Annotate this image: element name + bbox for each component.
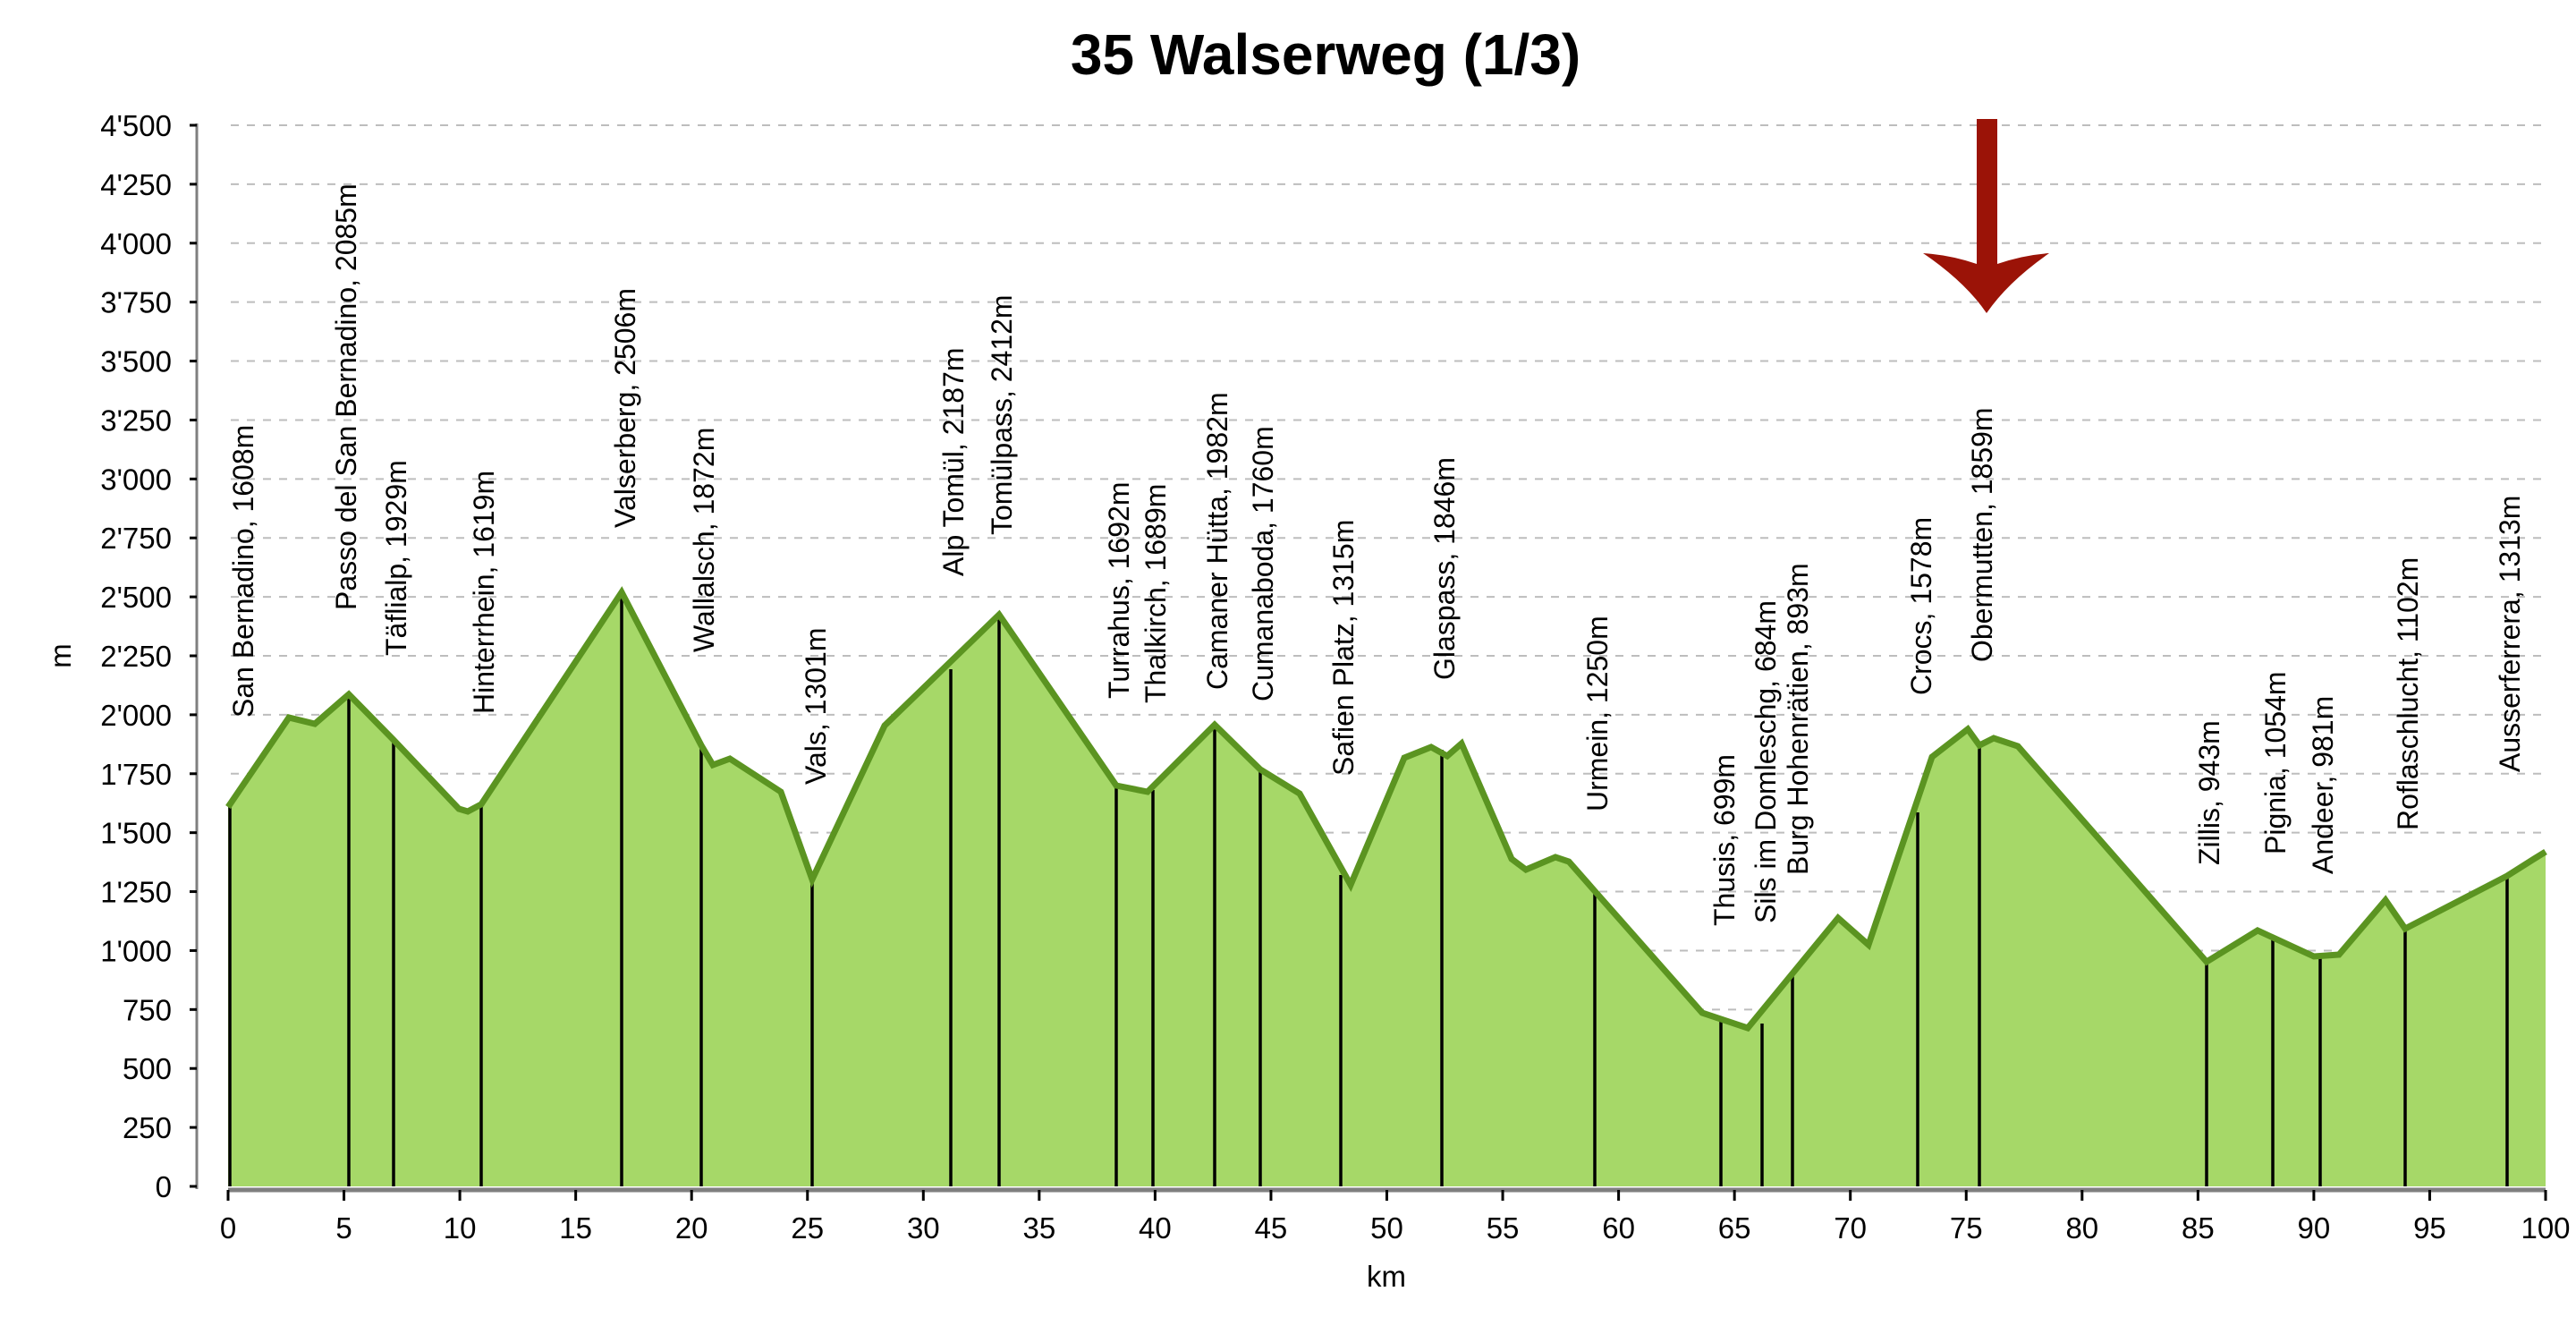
waypoint-label: Turrahus, 1692m: [1103, 482, 1135, 699]
x-tick-label: 60: [1602, 1211, 1635, 1245]
y-tick-label: 2'750: [100, 522, 172, 555]
x-tick-label: 20: [675, 1211, 708, 1245]
x-axis-label: km: [1367, 1260, 1406, 1293]
waypoint-label: San Bernadino, 1608m: [227, 425, 259, 718]
chart-title: 35 Walserweg (1/3): [1071, 22, 1580, 87]
y-tick-label: 1'000: [100, 934, 172, 967]
waypoint-label: Sils im Domleschg, 684m: [1750, 600, 1782, 923]
waypoint-label: Roflaschlucht, 1102m: [2392, 557, 2424, 830]
elevation-line: [225, 586, 2547, 1032]
waypoint-markers: [228, 595, 2509, 1186]
x-tick-label: 30: [907, 1211, 940, 1245]
waypoint-label: Burg Hohenrätien, 893m: [1782, 563, 1814, 875]
waypoint-labels: San Bernadino, 1608m Passo del San Bernad…: [227, 183, 2526, 926]
waypoint-label: Täflialp, 1929m: [380, 460, 412, 656]
x-tick-label: 90: [2298, 1211, 2331, 1245]
elevation-area: [228, 592, 2546, 1186]
waypoint-label: Camaner Hütta, 1982m: [1201, 392, 1233, 690]
x-tick-label: 50: [1370, 1211, 1403, 1245]
position-arrow: [1923, 119, 2049, 313]
y-tick-label: 250: [123, 1111, 172, 1144]
waypoint-label: Safien Platz, 1315m: [1327, 520, 1360, 776]
y-tick-label: 4'250: [100, 168, 172, 201]
y-tick-label: 750: [123, 993, 172, 1026]
waypoint-label: Hinterrhein, 1619m: [468, 471, 500, 714]
waypoint-label: Ausserferrera, 1313m: [2494, 496, 2526, 772]
waypoint-label: Pignia, 1054m: [2259, 671, 2292, 854]
y-tick-label: 0: [156, 1170, 172, 1203]
x-tick-label: 65: [1718, 1211, 1751, 1245]
x-axis: 0 5 10 15 20 25 30 35 40 45 50 55 60 65 70 75 80 85 90 95 10…: [220, 1187, 2571, 1245]
y-tick-label: 3'250: [100, 404, 172, 437]
waypoint-label: Thalkirch, 1689m: [1140, 484, 1172, 703]
waypoint-label: Cumanaboda, 1760m: [1247, 426, 1279, 701]
y-tick-label: 2'000: [100, 699, 172, 732]
x-tick-label: 80: [2065, 1211, 2098, 1245]
waypoint-label: Alp Tomül, 2187m: [937, 347, 970, 576]
x-tick-label: 75: [1950, 1211, 1983, 1245]
waypoint-label: Urmein, 1250m: [1581, 616, 1614, 811]
waypoint-label: Vals, 1301m: [800, 628, 832, 786]
x-tick-label: 85: [2182, 1211, 2215, 1245]
x-tick-label: 5: [335, 1211, 352, 1245]
waypoint-label: Valserberg, 2506m: [609, 288, 641, 528]
x-tick-label: 100: [2521, 1211, 2570, 1245]
y-tick-label: 1'250: [100, 876, 172, 909]
y-tick-label: 4'000: [100, 227, 172, 260]
y-tick-label: 3'000: [100, 463, 172, 496]
x-tick-label: 10: [444, 1211, 477, 1245]
y-axis: 0 250 500 750 1'000 1'250 1'500 1'750 2'000 2'250…: [100, 109, 199, 1203]
waypoint-label: Zillis, 943m: [2193, 720, 2225, 865]
y-tick-label: 2'500: [100, 581, 172, 614]
waypoint-label: Thusis, 699m: [1708, 754, 1741, 926]
y-tick-label: 1'500: [100, 817, 172, 850]
y-tick-label: 3'500: [100, 345, 172, 378]
waypoint-label: Andeer, 981m: [2307, 696, 2339, 874]
x-tick-label: 35: [1022, 1211, 1055, 1245]
y-tick-label: 1'750: [100, 758, 172, 791]
y-tick-label: 2'250: [100, 640, 172, 673]
y-tick-label: 4'500: [100, 109, 172, 142]
waypoint-label: Tomülpass, 2412m: [986, 294, 1018, 535]
waypoint-label: Glaspass, 1846m: [1428, 457, 1461, 680]
x-tick-label: 95: [2413, 1211, 2446, 1245]
x-tick-label: 40: [1139, 1211, 1172, 1245]
x-tick-label: 55: [1487, 1211, 1520, 1245]
y-tick-label: 500: [123, 1052, 172, 1085]
x-tick-label: 0: [220, 1211, 236, 1245]
waypoint-label: Obermutten, 1859m: [1966, 407, 1998, 662]
y-tick-label: 3'750: [100, 286, 172, 319]
waypoint-label: Wallalsch, 1872m: [688, 428, 720, 652]
x-tick-label: 70: [1834, 1211, 1867, 1245]
waypoint-label: Passo del San Bernadino, 2085m: [330, 183, 362, 610]
y-axis-label: m: [44, 643, 77, 668]
x-tick-label: 45: [1255, 1211, 1288, 1245]
x-tick-label: 15: [559, 1211, 592, 1245]
waypoint-label: Crocs, 1578m: [1905, 517, 1937, 695]
x-tick-label: 25: [791, 1211, 824, 1245]
arrow-down-icon: [1923, 119, 2049, 313]
